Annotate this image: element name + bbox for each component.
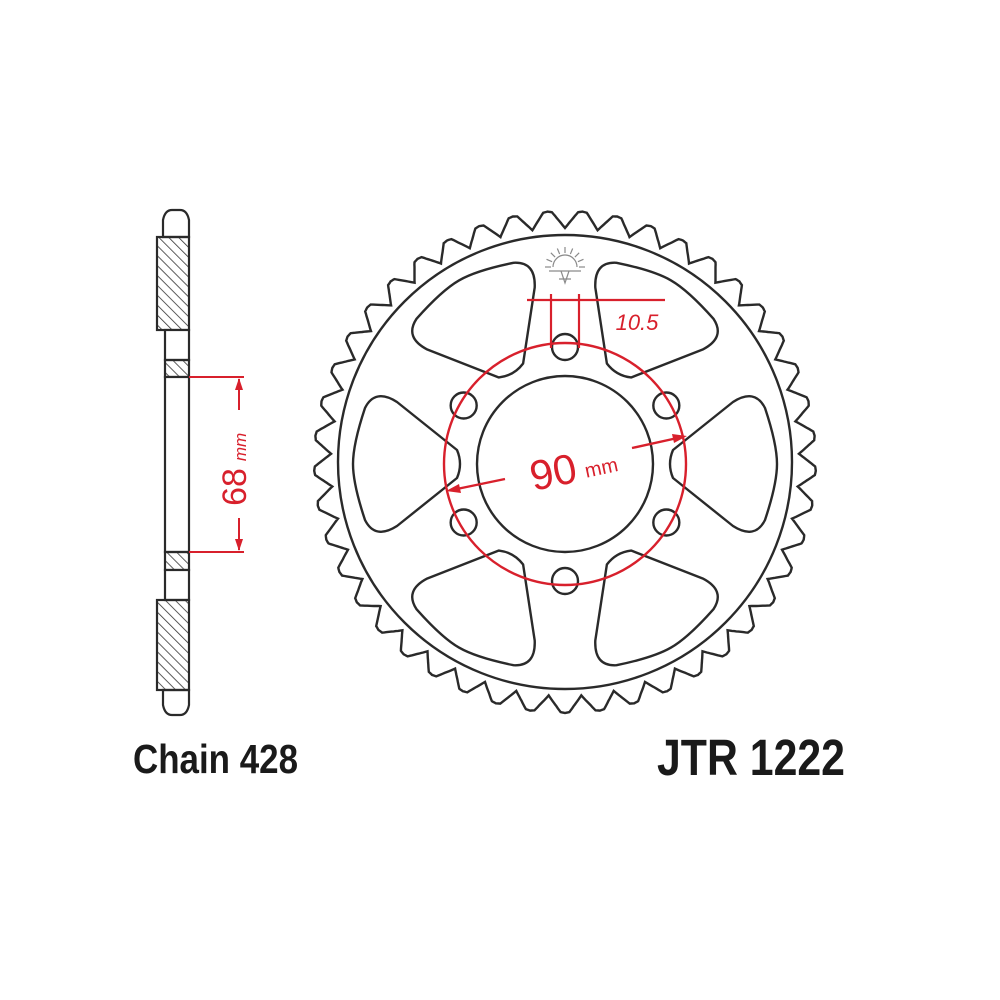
center-hole bbox=[475, 374, 655, 554]
lightening-cutout bbox=[411, 549, 536, 667]
bolt-hole bbox=[550, 332, 580, 362]
bolt-hole bbox=[652, 391, 681, 420]
chain-label: Chain 428 bbox=[133, 736, 298, 782]
bolt-hole bbox=[550, 566, 580, 596]
side-tooth-top bbox=[161, 208, 191, 239]
side-section-bottom bbox=[155, 598, 191, 692]
lightening-cutout bbox=[594, 549, 719, 667]
logo-ray bbox=[574, 252, 580, 258]
hub-width-dimension bbox=[189, 376, 244, 553]
side-section-hub-bottom bbox=[163, 550, 191, 572]
logo-ray bbox=[577, 258, 584, 263]
lightening-cutout bbox=[351, 395, 462, 533]
inner-ring bbox=[336, 233, 794, 691]
bolt-hole-value: 10.5 bbox=[616, 310, 660, 335]
logo-ray bbox=[550, 252, 556, 258]
lightening-cutout bbox=[411, 261, 536, 379]
bolt-hole bbox=[449, 508, 478, 537]
side-hub bbox=[163, 375, 191, 554]
side-gap-top bbox=[163, 328, 191, 362]
sprocket-teeth bbox=[312, 210, 818, 715]
bolt-circle-unit: mm bbox=[583, 454, 620, 482]
part-number-label: JTR 1222 bbox=[657, 729, 845, 786]
hub-width-value: 68 bbox=[216, 468, 254, 506]
lightening-cutout bbox=[668, 395, 779, 533]
side-profile bbox=[155, 208, 191, 717]
lightening-cutout bbox=[594, 261, 719, 379]
side-section-hub-top bbox=[163, 358, 191, 379]
logo-ray bbox=[546, 258, 553, 263]
bolt-circle-dimension bbox=[442, 341, 688, 587]
bolt-circle-value: 90 bbox=[525, 444, 580, 500]
bolt-hole bbox=[652, 508, 681, 537]
logo-ray bbox=[569, 248, 574, 255]
hub-width-unit: mm bbox=[231, 433, 250, 461]
bolt-hole bbox=[449, 391, 478, 420]
side-section-top bbox=[155, 235, 191, 332]
bolt-hole-dimension bbox=[527, 294, 665, 348]
side-gap-bottom bbox=[163, 568, 191, 602]
sun-logo-icon bbox=[545, 247, 585, 285]
sprocket-front bbox=[312, 210, 818, 715]
side-tooth-bottom bbox=[161, 688, 191, 717]
bolt-circle bbox=[442, 341, 688, 587]
logo-ray bbox=[556, 248, 561, 255]
